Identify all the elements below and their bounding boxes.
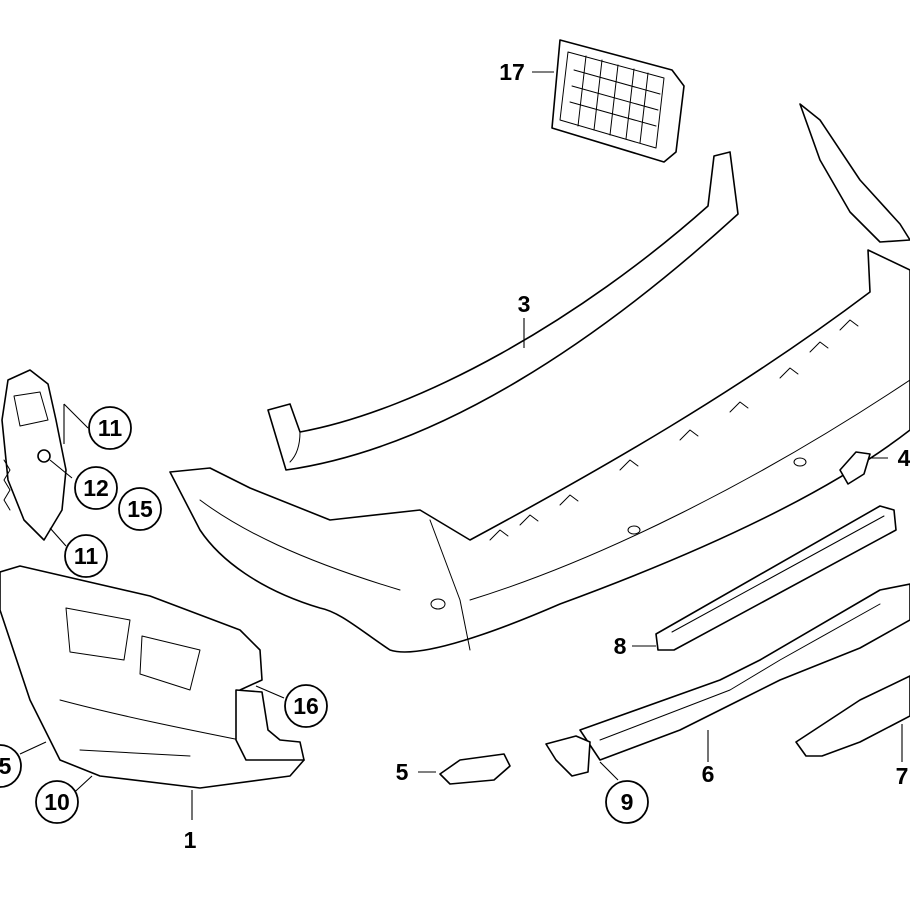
callout-5-center: 5 xyxy=(396,759,409,785)
callout-5-center-label: 5 xyxy=(396,759,409,785)
callout-11-bottom: 11 xyxy=(64,534,108,578)
part-7-trim xyxy=(795,675,910,757)
callout-7-label: 7 xyxy=(896,763,909,789)
part-9-bracket xyxy=(545,735,591,777)
part-3-upper-trim xyxy=(267,151,739,471)
callout-17-label: 17 xyxy=(499,59,525,85)
callout-11-top: 11 xyxy=(88,406,132,450)
callout-1-label: 1 xyxy=(184,827,197,853)
callout-7: 7 xyxy=(896,763,909,789)
callout-6: 6 xyxy=(702,761,715,787)
callout-10-label: 10 xyxy=(44,789,70,815)
callout-10: 10 xyxy=(35,780,79,824)
part-8-strip xyxy=(655,505,897,651)
callout-8-label: 8 xyxy=(614,633,627,659)
callout-8: 8 xyxy=(614,633,627,659)
callout-6-label: 6 xyxy=(702,761,715,787)
callout-11-top-label: 11 xyxy=(98,415,123,441)
callout-15-label: 15 xyxy=(127,496,153,522)
callout-16-label: 16 xyxy=(293,693,319,719)
callout-9: 9 xyxy=(605,780,649,824)
callout-5-left-label: 5 xyxy=(0,753,12,779)
part-4-cover-cap xyxy=(839,451,871,485)
leader-lines xyxy=(19,71,903,820)
callout-12-label: 12 xyxy=(83,475,109,501)
part-1-lower-bumper xyxy=(0,565,305,789)
callout-11-bottom-label: 11 xyxy=(74,543,99,569)
callout-16: 16 xyxy=(284,684,328,728)
part-5-cover xyxy=(439,753,511,785)
callout-4: 4 xyxy=(898,445,910,471)
bumper-cover xyxy=(169,103,910,653)
callout-3-label: 3 xyxy=(518,291,531,317)
callout-9-label: 9 xyxy=(621,789,634,815)
left-bracket xyxy=(1,369,67,541)
callout-12: 12 xyxy=(74,466,118,510)
part-17-air-grille xyxy=(551,39,685,163)
callout-3: 3 xyxy=(518,291,531,317)
callout-4-label: 4 xyxy=(898,445,910,471)
callout-15: 15 xyxy=(118,487,162,531)
part-6-carrier xyxy=(579,583,910,761)
callout-17: 17 xyxy=(499,59,525,85)
callout-1: 1 xyxy=(184,827,197,853)
callout-5-left: 5 xyxy=(0,744,22,788)
